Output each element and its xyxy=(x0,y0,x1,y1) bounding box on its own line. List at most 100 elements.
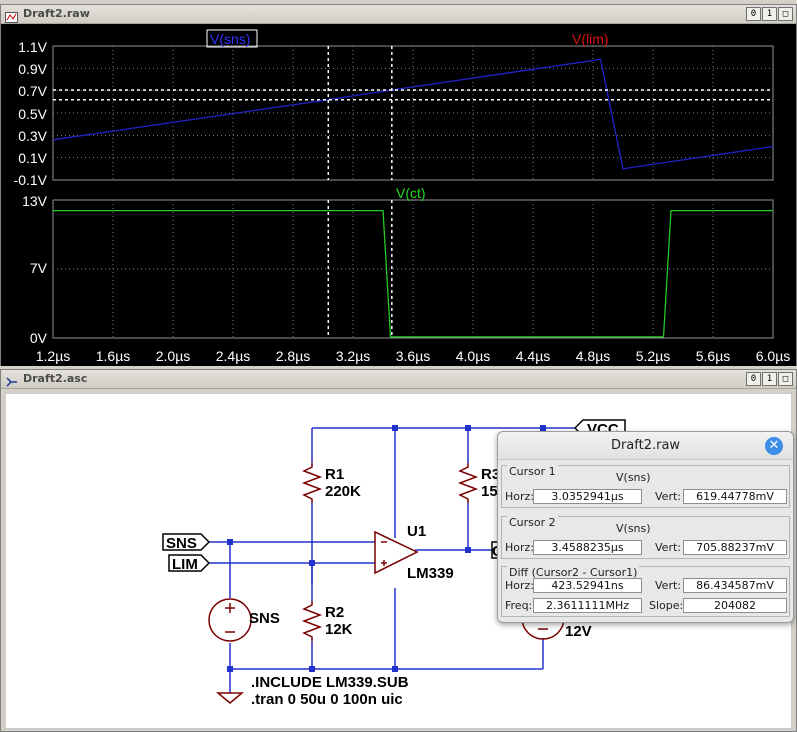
waveform-window-titlebar[interactable]: Draft2.raw 0 1 □ xyxy=(1,5,796,24)
resistor-r2[interactable] xyxy=(301,601,323,641)
resistor-r3[interactable] xyxy=(457,463,479,503)
v12-source-label[interactable]: 12V xyxy=(565,623,592,640)
x-tick-label: 5.2µs xyxy=(636,348,671,364)
trace-label-ct[interactable]: V(ct) xyxy=(396,185,426,201)
sns-source-label[interactable]: SNS xyxy=(249,610,280,627)
spice-directive-tran[interactable]: .tran 0 50u 0 100n uic xyxy=(251,691,403,708)
trace-label-lim[interactable]: V(lim) xyxy=(572,31,609,47)
diff-freq-label: Freq: xyxy=(505,599,533,612)
pane1-ytick: -0.1V xyxy=(14,172,48,188)
pane2-ytick: 7V xyxy=(30,260,48,276)
x-tick-label: 3.2µs xyxy=(336,348,371,364)
x-tick-label: 3.6µs xyxy=(396,348,431,364)
u1-ref[interactable]: U1 xyxy=(407,523,426,540)
r3-value[interactable]: 15 xyxy=(481,483,498,500)
port-sns-label: SNS xyxy=(166,535,197,552)
cursor2-vert-field[interactable]: 705.88237mV xyxy=(683,540,787,555)
pane2-ytick: 0V xyxy=(30,330,48,346)
x-tick-label: 4.8µs xyxy=(576,348,611,364)
diff-vert-field[interactable]: 86.434587mV xyxy=(683,578,787,593)
x-tick-label: 4.0µs xyxy=(456,348,491,364)
x-tick-label: 1.6µs xyxy=(96,348,131,364)
cursor-dialog: Draft2.raw ✕ Cursor 1 V(sns) Horz: 3.035… xyxy=(497,431,794,623)
junction-dot xyxy=(392,666,398,672)
trace-label-sns[interactable]: V(sns) xyxy=(210,31,250,47)
pane1-ytick: 0.3V xyxy=(18,128,47,144)
r3-ref[interactable]: R3 xyxy=(481,466,500,483)
x-tick-label: 2.4µs xyxy=(216,348,251,364)
source-sns[interactable] xyxy=(208,598,252,642)
maximize-button[interactable]: □ xyxy=(778,372,793,386)
diff-group: Diff (Cursor2 - Cursor1) Horz: 423.52941… xyxy=(501,566,790,617)
pane1-ytick: 0.7V xyxy=(18,83,47,99)
ground-symbol[interactable] xyxy=(215,692,245,704)
cursor2-horz-label: Horz: xyxy=(505,541,535,554)
cursor2-group: Cursor 2 V(sns) Horz: 3.4588235µs Vert: … xyxy=(501,516,790,559)
diff-slope-label: Slope: xyxy=(649,599,684,612)
schematic-icon xyxy=(5,373,18,387)
x-tick-label: 2.8µs xyxy=(276,348,311,364)
cursor1-horz-label: Horz: xyxy=(505,490,535,503)
junction-dot xyxy=(309,666,315,672)
cursor-dialog-header[interactable]: Draft2.raw ✕ xyxy=(498,432,793,460)
comparator-u1[interactable] xyxy=(374,530,419,575)
cursor-dialog-title: Draft2.raw xyxy=(610,438,681,453)
series-line-vct xyxy=(53,209,773,338)
diff-slope-field[interactable]: 204082 xyxy=(683,598,787,613)
cursor1-group: Cursor 1 V(sns) Horz: 3.0352941µs Vert: … xyxy=(501,465,790,508)
restore-button[interactable]: 1 xyxy=(762,372,777,386)
diff-horz-field[interactable]: 423.52941ns xyxy=(533,578,642,593)
junction-dot xyxy=(309,560,315,566)
pane2-ytick: 13V xyxy=(22,193,48,209)
minimize-button[interactable]: 0 xyxy=(746,372,761,386)
x-tick-label: 5.6µs xyxy=(696,348,731,364)
cursor1-group-label: Cursor 1 xyxy=(507,465,558,478)
spice-directive-include[interactable]: .INCLUDE LM339.SUB xyxy=(251,674,409,691)
cursor2-trace: V(sns) xyxy=(616,522,651,535)
r2-ref[interactable]: R2 xyxy=(325,604,344,621)
schematic-window-titlebar[interactable]: Draft2.asc 0 1 □ xyxy=(1,370,796,389)
maximize-button[interactable]: □ xyxy=(778,7,793,21)
r2-value[interactable]: 12K xyxy=(325,621,353,638)
cursor1-vert-label: Vert: xyxy=(655,490,681,503)
port-lim[interactable] xyxy=(168,554,211,572)
waveform-plot[interactable]: 1.1V 0.9V 0.7V 0.5V 0.3V 0.1V -0.1V 13V … xyxy=(1,24,796,366)
diff-horz-label: Horz: xyxy=(505,579,535,592)
diff-freq-field[interactable]: 2.3611111MHz xyxy=(533,598,642,613)
source-12v[interactable] xyxy=(521,617,565,640)
series-line-vsns xyxy=(52,58,774,170)
port-sns[interactable] xyxy=(162,533,211,551)
restore-button[interactable]: 1 xyxy=(762,7,777,21)
junction-dot xyxy=(392,425,398,431)
cursor2-group-label: Cursor 2 xyxy=(507,516,558,529)
r1-ref[interactable]: R1 xyxy=(325,466,344,483)
resistor-r1[interactable] xyxy=(301,463,323,503)
schematic-window-title: Draft2.asc xyxy=(23,372,88,385)
diff-vert-label: Vert: xyxy=(655,579,681,592)
x-tick-label: 4.4µs xyxy=(516,348,551,364)
diff-group-label: Diff (Cursor2 - Cursor1) xyxy=(507,566,640,579)
cursor2-horz-field[interactable]: 3.4588235µs xyxy=(533,540,642,555)
junction-dot xyxy=(227,539,233,545)
close-icon[interactable]: ✕ xyxy=(765,437,783,455)
sns-label-box xyxy=(206,29,258,48)
minimize-button[interactable]: 0 xyxy=(746,7,761,21)
waveform-icon xyxy=(5,8,18,23)
cursor1-vert-field[interactable]: 619.44778mV xyxy=(683,489,787,504)
x-tick-label: 2.0µs xyxy=(156,348,191,364)
pane1-ytick: 1.1V xyxy=(18,39,47,55)
pane1-ytick: 0.5V xyxy=(18,106,47,122)
cursor1-trace: V(sns) xyxy=(616,471,651,484)
r1-value[interactable]: 220K xyxy=(325,483,361,500)
pane1-ytick: 0.1V xyxy=(18,150,47,166)
cursor2-vert-label: Vert: xyxy=(655,541,681,554)
u1-value[interactable]: LM339 xyxy=(407,565,454,582)
x-tick-label: 6.0µs xyxy=(756,348,791,364)
junction-dot xyxy=(540,425,546,431)
cursor1-horz-field[interactable]: 3.0352941µs xyxy=(533,489,642,504)
port-lim-label: LIM xyxy=(172,556,198,573)
waveform-window: Draft2.raw 0 1 □ 1.1V 0.9V 0.7V 0.5V 0.3… xyxy=(0,4,797,366)
waveform-window-title: Draft2.raw xyxy=(23,7,90,20)
x-tick-label: 1.2µs xyxy=(36,348,71,364)
junction-dot xyxy=(227,666,233,672)
